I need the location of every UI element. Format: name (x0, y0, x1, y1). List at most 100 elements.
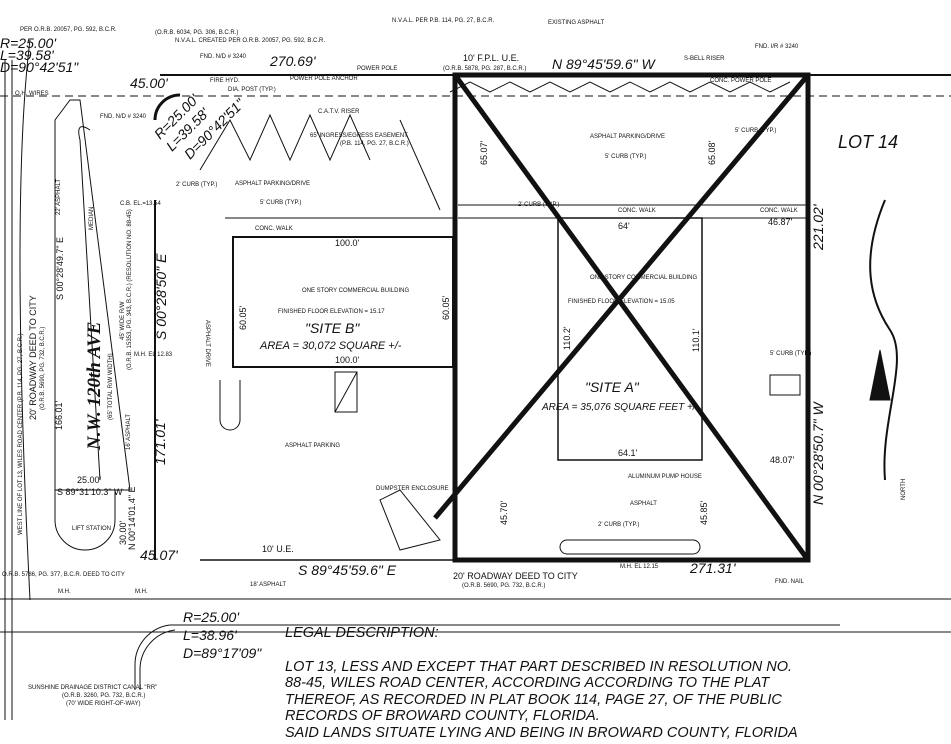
site-b-bottom: 100.0' (335, 355, 360, 365)
curb-label-2: 5' CURB (TYP.) (605, 154, 646, 160)
north-label: NORTH (901, 479, 907, 500)
two-curb-2: 2' CURB (TYP.) (518, 202, 559, 208)
bearing-north: N 89°45'59.6" W (552, 56, 657, 72)
canal-ref: (O.R.B. 3260, PG. 732, B.C.R.) (62, 693, 145, 699)
site-b-left: 60.05' (238, 305, 248, 330)
cb-el: C.B. EL.=13.54 (120, 201, 162, 207)
curb-label-3: 5' CURB (TYP.) (735, 128, 776, 134)
legal-line: RECORDS OF BROWARD COUNTY, FLORIDA. (285, 708, 600, 724)
power-pole-anchor: POWER POLE ANCHOR (290, 76, 358, 82)
dia-post: DIA. POST (TYP.) (228, 87, 276, 93)
dist-6508: 65.08' (707, 140, 717, 165)
linework (0, 39, 951, 720)
ue-10: 10' U.E. (262, 544, 294, 554)
dist-25: 25.00' (77, 475, 102, 485)
legal-line: LOT 13, LESS AND EXCEPT THAT PART DESCRI… (285, 658, 793, 675)
roadway-deed-bottom: 20' ROADWAY DEED TO CITY (453, 571, 578, 581)
dist-4585: 45.85' (699, 500, 709, 525)
fnd-nd-left: FND. N/D # 3240 (100, 114, 147, 120)
west-line: WEST LINE OF LOT 13, WILES ROAD CENTER (… (18, 333, 24, 535)
ingress-easement: 65' INGRESS/EGRESS EASEMENT (310, 133, 408, 139)
site-a-building (557, 217, 703, 461)
two-curb-3: 2' CURB (TYP.) (598, 522, 639, 528)
ingress-ref: (P.B. 114, PG. 27, B.C.R.) (340, 141, 409, 147)
site-a-right: 110.1' (691, 328, 701, 352)
conc-walk-1: CONC. WALK (255, 226, 293, 232)
fnd-ir: FND. I/R # 3240 (755, 44, 799, 50)
fnd-nd-top: FND. N/D # 3240 (200, 54, 247, 60)
curve1-d: D=90°42'51" (0, 59, 79, 75)
asphalt-drive: ASPHALT DRIVE (204, 320, 210, 367)
curve1-l: L=39.58' (0, 47, 55, 63)
curve3-d: D=89°17'09" (183, 645, 262, 661)
site-a-area: AREA = 35,076 SQUARE FEET +/- (541, 402, 700, 413)
asphalt-22: 22' ASPHALT (56, 179, 62, 215)
fnd-nail: FND. NAIL (775, 579, 805, 585)
site-a-name: "SITE A" (585, 379, 640, 395)
mh-1: M.H. (58, 589, 71, 595)
road-name: N.W. 120th AVE (84, 322, 105, 451)
legal-title: LEGAL DESCRIPTION: (285, 625, 439, 641)
road-bearing-e: S 00°28'50" E (153, 253, 169, 340)
legal-line: SAID LANDS SITUATE LYING AND BEING IN BR… (285, 724, 798, 741)
legal-description: LEGAL DESCRIPTION: LOT 13, LESS AND EXCE… (285, 625, 945, 741)
bottom-labels: R=25.00' L=38.96' D=89°17'09" SUNSHINE D… (28, 609, 262, 707)
asphalt-18: 18' ASPHALT (250, 582, 286, 588)
site-a: 64' 64.1' 110.2' 110.1' ONE STORY COMMER… (541, 221, 701, 458)
dist-45: 45.00' (130, 75, 169, 91)
cross-line-2 (433, 73, 810, 520)
site-b-right: 60.05' (441, 295, 451, 320)
curb-label-4: 5' CURB (TYP.) (770, 351, 811, 357)
dist-27131: 271.31' (689, 560, 737, 576)
asphalt-16: 16' ASPHALT (126, 414, 132, 450)
catv-riser: C.A.T.V. RISER (318, 109, 360, 115)
mh-el-bottom: M.H. EL 12.15 (620, 564, 659, 570)
site-labels: LOT 14 65' INGRESS/EGRESS EASEMENT (P.B.… (176, 128, 907, 589)
curve3-l: L=38.96' (183, 627, 238, 643)
nval-pb: N.V.A.L. PER P.B. 114, PG. 27, B.C.R. (392, 18, 495, 24)
site-a-top: 64' (618, 221, 630, 231)
nval-created: N.V.A.L. CREATED PER O.R.B. 20057, PG. 5… (175, 38, 325, 44)
road-bearing-s: S 89°31'10.3" W (57, 487, 123, 497)
lift-station: LIFT STATION (72, 526, 111, 532)
dist-4687: 46.87' (768, 217, 793, 227)
asphalt-parking-drive-1: ASPHALT PARKING/DRIVE (235, 181, 310, 187)
fpl-ue: 10' F.P.L. U.E. (463, 53, 519, 63)
site-a-building-label: ONE STORY COMMERCIAL BUILDING (590, 275, 697, 281)
legal-line: 88-45, WILES ROAD CENTER, ACCORDING ACCO… (285, 675, 770, 691)
orb-6034: (O.R.B. 6034, PG. 306, B.C.R.) (155, 30, 238, 36)
road-bearing-w: S 00°28'49.7" E (55, 237, 65, 300)
asphalt-parking-drive-2: ASPHALT PARKING/DRIVE (590, 134, 665, 140)
dumpster-enclosure: DUMPSTER ENCLOSURE (376, 486, 449, 492)
bearing-south: S 89°45'59.6" E (298, 562, 397, 578)
dist-22102: 221.02' (810, 203, 826, 251)
dist-6507: 65.07' (479, 140, 489, 165)
site-b-building-label: ONE STORY COMMERCIAL BUILDING (302, 288, 409, 294)
road-width: (65' TOTAL R/W WIDTH) (108, 353, 114, 420)
two-curb-1: 2' CURB (TYP.) (176, 182, 217, 188)
curve1-r: R=25.00' (0, 35, 57, 51)
site-b: 100.0' 100.0' 60.05' 60.05' ONE STORY CO… (238, 238, 451, 365)
site-b-top: 100.0' (335, 238, 360, 248)
conc-walk-3: CONC. WALK (760, 208, 798, 214)
wide-rw: 45' WIDE R/W (120, 301, 126, 340)
fpl-orb: (O.R.B. 5878, PG. 287, B.C.R.) (443, 66, 526, 72)
curve3-r: R=25.00' (183, 609, 240, 625)
oh-wires: O.H. WIRES (15, 91, 49, 97)
canal-width: (70' WIDE RIGHT-OF-WAY) (66, 701, 140, 707)
dist-4570: 45.70' (499, 500, 509, 525)
wide-rw-ref: (O.R.B. 15353, PG. 343, B.C.R.) (RESOLUT… (127, 209, 133, 370)
site-a-left: 110.2' (562, 326, 572, 350)
median: MEDIAN (89, 207, 95, 230)
s-bell-riser: S-BELL RISER (684, 56, 725, 62)
roadway-deed-bottom-ref: (O.R.B. 5690, PG. 732, B.C.R.) (462, 583, 545, 589)
orb-5786: O.R.B. 5786, PG. 377, B.C.R. DEED TO CIT… (2, 572, 125, 578)
conc-power-pole: CONC. POWER POLE (710, 78, 771, 84)
road-deed-left-ref: (O.R.B. 5690, PG. 732, B.C.R.) (40, 327, 46, 410)
site-a-ffe: FINISHED FLOOR ELEVATION = 15.05 (568, 299, 675, 305)
asphalt-label: ASPHALT (630, 501, 657, 507)
asphalt-parking: ASPHALT PARKING (285, 443, 340, 449)
dist-171: 171.01' (152, 418, 168, 465)
existing-asphalt: EXISTING ASPHALT (548, 20, 605, 26)
